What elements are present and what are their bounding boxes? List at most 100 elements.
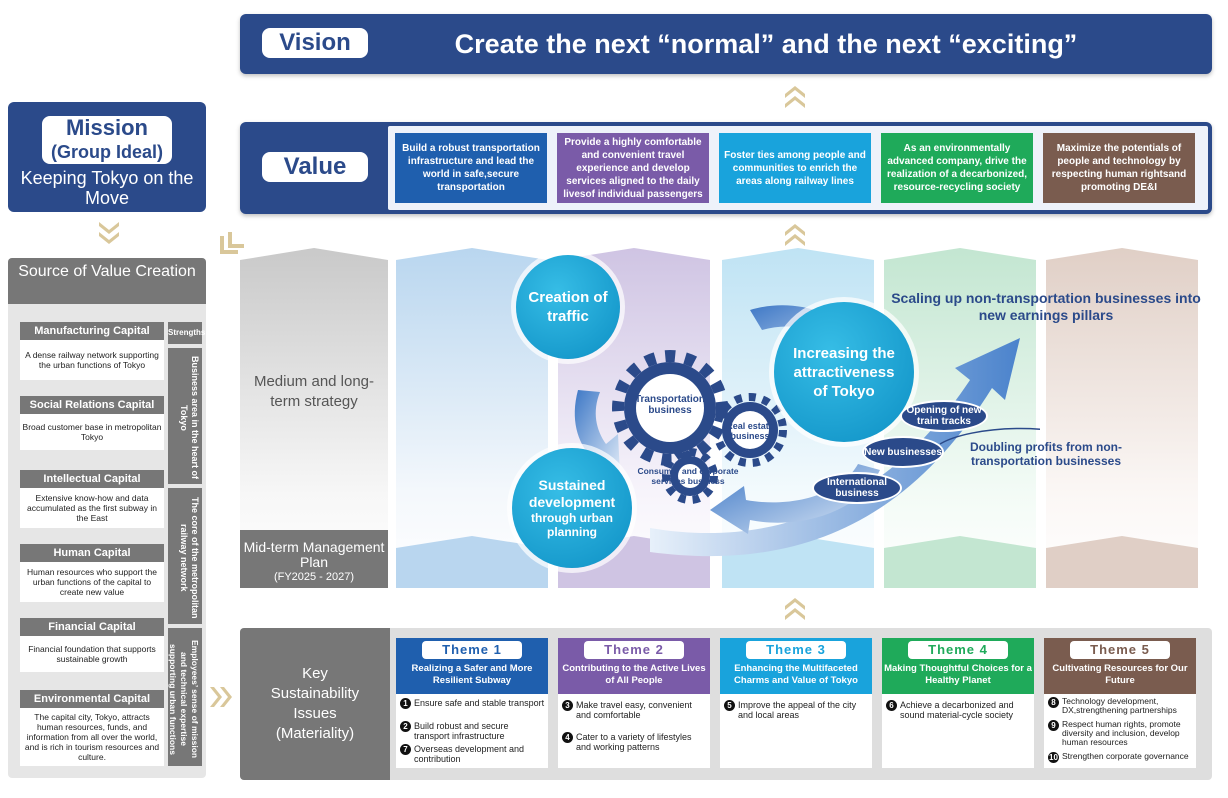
theme-title: Enhancing the Multifaceted Charms and Va…: [734, 663, 858, 686]
theme-name: Theme 1: [422, 641, 522, 659]
value-item: Foster ties among people and communities…: [719, 133, 871, 203]
mission-label: Mission (Group Ideal): [42, 116, 172, 164]
scaling-text: Scaling up non-transportation businesses…: [891, 290, 1201, 323]
vision-text: Create the next “normal” and the next “e…: [454, 29, 1078, 59]
item-text: Respect human rights, promote diversity …: [1062, 719, 1181, 747]
item-text: Build robust and secure transport infras…: [414, 721, 509, 741]
key-sustainability-label: Key Sustainability Issues (Materiality): [240, 628, 390, 780]
cycle-arrows: [574, 305, 1040, 557]
item-text: Ensure safe and stable transport: [414, 698, 545, 708]
midterm-title: Mid-term Management Plan: [243, 539, 385, 570]
item-number: 9: [1048, 720, 1059, 731]
chevron-right-icon: [210, 687, 232, 707]
capital-name: Intellectual Capital: [20, 470, 164, 488]
theme-header: Theme 3 Enhancing the Multifaceted Charm…: [720, 638, 872, 694]
item-text: Technology development, DX,strengthening…: [1062, 696, 1177, 715]
theme-card: Theme 1 Realizing a Safer and More Resil…: [396, 638, 548, 768]
item-number: 4: [562, 732, 573, 743]
item-number: 7: [400, 744, 411, 755]
theme-name: Theme 2: [584, 641, 684, 659]
source-title: Source of Value Creation: [8, 258, 206, 304]
theme-header: Theme 1 Realizing a Safer and More Resil…: [396, 638, 548, 694]
sustained-development-text: Sustained development: [528, 477, 616, 510]
chevron-diagonal-icon: [220, 232, 244, 254]
sustained-development-circle: Sustained development through urban plan…: [512, 448, 632, 568]
attractiveness-text: Increasing the attractiveness of Tokyo: [793, 344, 895, 400]
theme-header: Theme 2 Contributing to the Active Lives…: [558, 638, 710, 694]
new-businesses-badge: New businesses: [862, 436, 944, 468]
strength-text: The core of the metropolitan railway net…: [179, 497, 200, 619]
strategy-label: Medium and long-term strategy: [253, 373, 375, 410]
theme-card: Theme 3 Enhancing the Multifaceted Charm…: [720, 638, 872, 768]
value-items: Build a robust transportation infrastruc…: [388, 126, 1208, 210]
theme-name: Theme 3: [746, 641, 846, 659]
value-item: Maximize the potentials of people and te…: [1043, 133, 1195, 203]
mission-title: Mission: [66, 115, 148, 140]
strategy-column: [240, 248, 388, 590]
item-text: Cater to a variety of lifestyles and wor…: [576, 732, 692, 752]
item-number: 1: [400, 698, 411, 709]
value-item: Build a robust transportation infrastruc…: [395, 133, 547, 203]
midterm-years: (FY2025 - 2027): [273, 571, 355, 583]
strength-item: Employees’ sense of mission and technica…: [168, 628, 202, 766]
midterm-plan-box: Mid-term Management Plan (FY2025 - 2027): [240, 530, 388, 588]
strengths-label: Strengths: [168, 322, 205, 344]
value-item: Provide a highly comfortable and conveni…: [557, 133, 709, 203]
creation-of-traffic-text: Creation of traffic: [528, 289, 608, 325]
value-label: Value: [262, 152, 368, 182]
theme-header: Theme 4 Making Thoughtful Choices for a …: [882, 638, 1034, 694]
item-text: Overseas development and contribution: [414, 744, 525, 764]
new-train-tracks-badge: Opening of new train tracks: [900, 400, 988, 432]
item-text: Strengthen corporate governance: [1062, 751, 1189, 761]
theme-title: Contributing to the Active Lives of All …: [562, 663, 706, 686]
item-text: Improve the appeal of the city and local…: [738, 700, 857, 720]
theme-name: Theme 5: [1070, 641, 1170, 659]
value-item: As an environmentally advanced company, …: [881, 133, 1033, 203]
item-number: 6: [886, 700, 897, 711]
gear-real-estate-label: Real estate business: [726, 421, 774, 441]
doubling-text: Doubling profits from non-transportation…: [970, 440, 1122, 468]
item-number: 5: [724, 700, 735, 711]
gear-transportation-label: Transportation business: [634, 394, 705, 416]
creation-of-traffic-circle: Creation of traffic: [516, 255, 620, 359]
item-number: 3: [562, 700, 573, 711]
gear-consumer-label: Consumer and corporate services business: [637, 466, 739, 486]
chevron-up-icon: [785, 598, 805, 620]
key-sustainability-panel: Key Sustainability Issues (Materiality) …: [240, 628, 1212, 780]
vision-banner: Vision Create the next “normal” and the …: [240, 14, 1212, 74]
theme-title: Making Thoughtful Choices for a Healthy …: [884, 663, 1032, 686]
value-banner: Value Build a robust transportation infr…: [240, 122, 1212, 214]
theme-name: Theme 4: [908, 641, 1008, 659]
chevron-up-icon: [785, 224, 805, 246]
theme-title: Cultivating Resources for Our Future: [1052, 663, 1188, 686]
strength-item: Business area in the heart of Tokyo: [168, 348, 202, 484]
attractiveness-circle: Increasing the attractiveness of Tokyo: [774, 302, 914, 442]
item-text: Achieve a decarbonized and sound materia…: [900, 700, 1014, 720]
mission-text: Keeping Tokyo on the Move: [20, 168, 194, 208]
strength-item: The core of the metropolitan railway net…: [168, 488, 202, 624]
capital-name: Manufacturing Capital: [20, 322, 164, 340]
theme-card: Theme 5 Cultivating Resources for Our Fu…: [1044, 638, 1196, 768]
theme-card: Theme 2 Contributing to the Active Lives…: [558, 638, 710, 768]
item-number: 2: [400, 721, 411, 732]
capital-name: Social Relations Capital: [20, 396, 164, 414]
chevron-up-icon: [785, 86, 805, 108]
urban-planning-text: through urban planning: [531, 511, 613, 539]
mission-subtitle: (Group Ideal): [51, 142, 163, 162]
strength-text: Business area in the heart of Tokyo: [179, 356, 200, 480]
item-text: Make travel easy, convenient and comfort…: [576, 700, 692, 720]
capital-text: Broad customer base in metropolitan Toky…: [20, 414, 164, 450]
capital-text: A dense railway network supporting the u…: [20, 340, 164, 380]
capital-text: Extensive know-how and data accumulated …: [20, 488, 164, 528]
mission-panel: Mission (Group Ideal) Keeping Tokyo on t…: [8, 102, 206, 212]
